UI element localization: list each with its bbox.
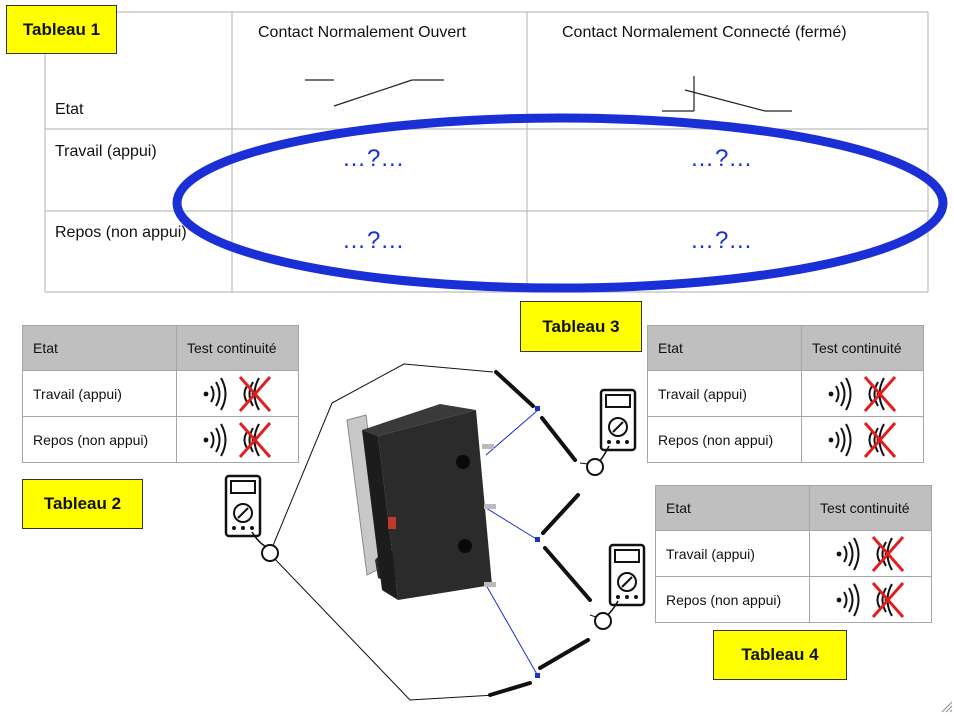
- multimeter-icon: [224, 474, 279, 562]
- row-state: Repos (non appui): [647, 416, 802, 463]
- continuity-beep-icon: [826, 375, 896, 412]
- col-etat: Etat: [22, 325, 177, 371]
- col-test: Test continuité: [809, 485, 932, 531]
- continuity-beep-icon: [834, 581, 904, 618]
- tableau1-label: Tableau 1: [6, 5, 117, 54]
- col-test: Test continuité: [176, 325, 299, 371]
- row-state: Travail (appui): [647, 370, 802, 417]
- continuity-beep-icon: [201, 375, 271, 412]
- continuity-beep-icon: [826, 421, 896, 458]
- tableau4-table: Etat Test continuité Travail (appui) Rep…: [655, 485, 932, 623]
- tableau3-table: Etat Test continuité Travail (appui) Rep…: [647, 325, 924, 463]
- row-repos: Repos (non appui): [55, 224, 187, 241]
- continuity-cell[interactable]: [176, 416, 299, 463]
- continuity-cell[interactable]: [809, 576, 932, 623]
- row-state: Repos (non appui): [22, 416, 177, 463]
- resize-grip-icon: [941, 701, 953, 713]
- row-state: Travail (appui): [22, 370, 177, 417]
- tableau4-label: Tableau 4: [713, 630, 847, 680]
- continuity-beep-icon: [834, 535, 904, 572]
- tableau3-label: Tableau 3: [520, 301, 642, 352]
- nc-contact-symbol: [662, 76, 792, 112]
- no-contact-symbol: [305, 79, 444, 107]
- tableau2-table: Etat Test continuité Travail (appui) Rep…: [22, 325, 299, 463]
- row-header-etat: Etat: [55, 101, 84, 118]
- continuity-cell[interactable]: [809, 530, 932, 577]
- row-state: Travail (appui): [655, 530, 810, 577]
- col-etat: Etat: [655, 485, 810, 531]
- micro-switch-image: [346, 404, 496, 600]
- continuity-cell[interactable]: [801, 416, 924, 463]
- col-test: Test continuité: [801, 325, 924, 371]
- row-state: Repos (non appui): [655, 576, 810, 623]
- tableau2-label: Tableau 2: [22, 479, 143, 529]
- col-header-nc: Contact Normalement Connecté (fermé): [562, 24, 847, 41]
- col-header-no: Contact Normalement Ouvert: [258, 24, 467, 41]
- continuity-cell[interactable]: [176, 370, 299, 417]
- multimeter-icon: [586, 388, 637, 476]
- multimeter-icon: [594, 543, 646, 630]
- row-travail: Travail (appui): [55, 143, 157, 160]
- continuity-beep-icon: [201, 421, 271, 458]
- col-etat: Etat: [647, 325, 802, 371]
- continuity-cell[interactable]: [801, 370, 924, 417]
